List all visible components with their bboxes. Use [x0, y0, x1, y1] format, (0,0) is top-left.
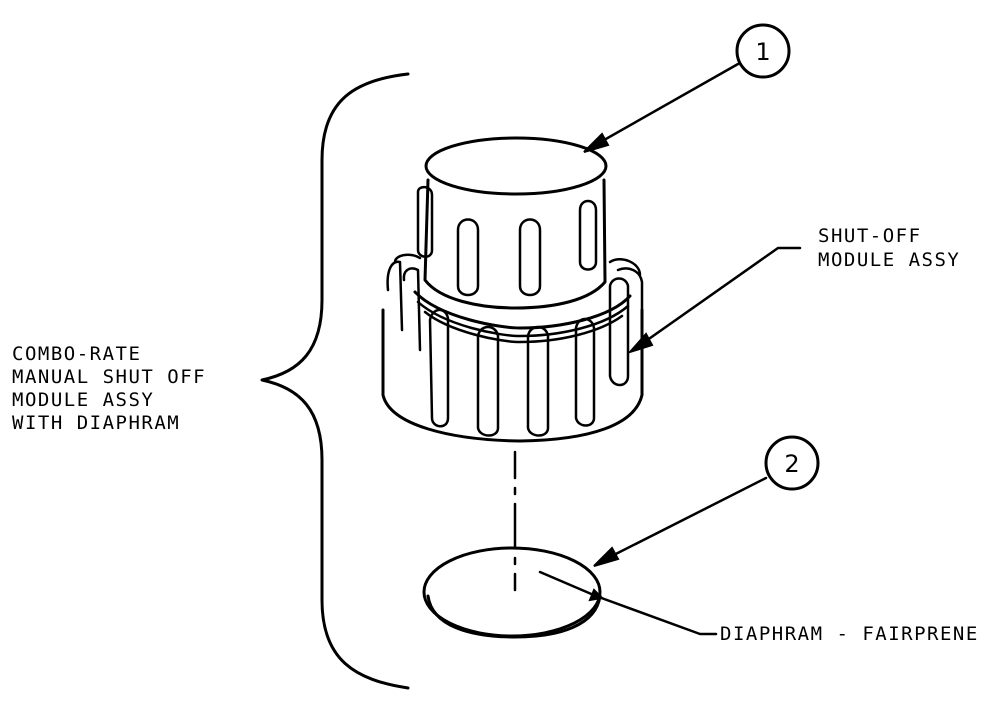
callout-1-number: 1: [755, 38, 770, 66]
callout-2-number: 2: [784, 450, 799, 478]
diaphram-label: DIAPHRAM - FAIRPRENE: [720, 623, 979, 645]
shutoff-label: SHUT-OFF MODULE ASSY: [818, 225, 960, 271]
assembly-label-line-2: MANUAL SHUT OFF: [12, 366, 206, 388]
shutoff-module-drawing: [381, 136, 644, 443]
assembly-label-line-1: COMBO-RATE: [12, 343, 141, 365]
shutoff-label-line-2: MODULE ASSY: [818, 249, 960, 271]
shutoff-leader: [626, 246, 802, 355]
diaphram-drawing: [422, 546, 602, 639]
shutoff-label-line-1: SHUT-OFF: [818, 225, 922, 247]
assembly-label: COMBO-RATE MANUAL SHUT OFF MODULE ASSY W…: [12, 343, 206, 434]
callout-1: 1: [583, 23, 791, 153]
diaphram-leader: [538, 570, 718, 636]
assembly-label-line-4: WITH DIAPHRAM: [12, 412, 180, 434]
assembly-label-line-3: MODULE ASSY: [12, 389, 154, 411]
assembly-brace: [260, 72, 410, 690]
callout-2: 2: [593, 435, 820, 567]
